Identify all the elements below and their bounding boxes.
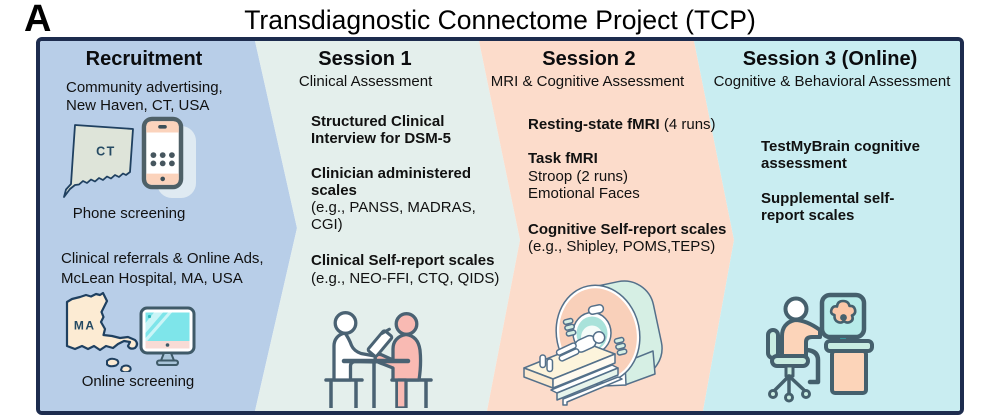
svg-text:CT: CT (96, 145, 116, 159)
svg-text:MA: MA (74, 319, 96, 333)
